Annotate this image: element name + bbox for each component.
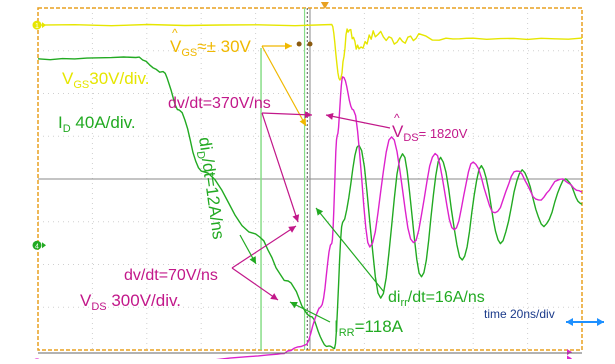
irr-arrow-head: [290, 302, 298, 309]
id-scale-label: ID 40A/div.: [58, 113, 136, 135]
vds-peak-arrow-head: [326, 112, 334, 120]
offscreen-marker: [567, 349, 572, 356]
time-scale-label: time 20ns/div: [484, 307, 555, 321]
channel-1-marker: [32, 20, 42, 30]
dirr-label: dirr/dt=16A/ns: [388, 289, 485, 309]
time-scale-arrow-head-left: [566, 318, 573, 326]
irr-label: IRR=118A: [334, 317, 404, 339]
trace-vgs: [37, 23, 583, 81]
annotation-arrows: [231, 42, 391, 323]
channel-4-arrow: [42, 242, 46, 249]
vgs-peak-label: VGS≈± 30V: [170, 37, 252, 59]
dvdt-fast-label: dv/dt=370V/ns: [168, 95, 271, 112]
dvdt-slow-arrow-2: [231, 267, 279, 301]
dvdt-slow-label: dv/dt=70V/ns: [124, 267, 218, 284]
dirr-arrow: [315, 207, 385, 293]
vgs-peak-dot: [307, 41, 313, 47]
channel-4-marker: [32, 240, 42, 250]
dvdt-fast-arrow-1: [261, 112, 299, 223]
didt-arrow-head: [249, 256, 256, 264]
vgs-peak-arrow-1-head: [285, 42, 292, 50]
frame-border: [37, 7, 583, 351]
vgs-peak-dot: [296, 41, 302, 47]
dvdt-fast-arrow-1-head: [292, 214, 300, 222]
dvdt-slow-arrow-2-head: [270, 293, 278, 300]
channel-1-arrow: [42, 22, 46, 29]
trace-vds: [37, 76, 583, 364]
channel-1-number: 1: [35, 23, 39, 30]
vgs-peak-arrow-2: [261, 45, 307, 127]
dvdt-fast-arrow-2-head: [304, 111, 312, 119]
vds-peak-label: VDS= 1820V: [392, 122, 468, 144]
vgs-peak-arrow-2-head: [299, 118, 306, 126]
channel-4-number: 4: [35, 243, 39, 250]
vds-scale-label: VDS 300V/div.: [80, 291, 181, 313]
vgs-scale-label: VGS30V/div.: [62, 69, 149, 91]
time-scale-arrow-head-right: [597, 318, 604, 326]
cursor-lines: [260, 8, 308, 350]
vds-peak-arrow: [325, 114, 391, 129]
dvdt-fast-arrow-2: [261, 112, 313, 116]
vgs-hat: ^: [172, 26, 178, 40]
vds-hat: ^: [394, 111, 400, 125]
traces: [37, 23, 583, 364]
dvdt-slow-arrow-1: [231, 225, 297, 269]
dirr-arrow-head: [316, 208, 324, 216]
irr-arrow: [289, 301, 331, 323]
trigger-position-marker: [320, 2, 329, 9]
graticule: [38, 8, 582, 350]
dvdt-slow-arrow-1-head: [288, 226, 296, 233]
screen-frame: [37, 2, 583, 351]
